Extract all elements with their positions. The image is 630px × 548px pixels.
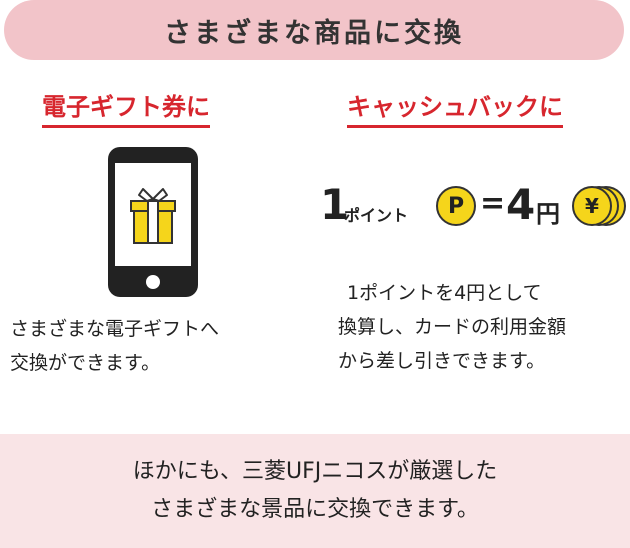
footer-line: さまざまな景品に交換できます。 (151, 497, 479, 522)
cashback-title: キャッシュバックに (347, 92, 563, 128)
point-coin-icon: P (436, 186, 476, 226)
rate-points-number: 1 (320, 180, 349, 229)
rate-points-unit: ポイント (344, 206, 409, 225)
footer-note-box: ほかにも、三菱UFJニコスが厳選した さまざまな景品に交換できます。 (0, 434, 630, 548)
yen-badge-label: ¥ (585, 194, 599, 218)
banner-title: さまざまな商品に交換 (164, 17, 464, 49)
yen-coins-icon: ¥ (572, 186, 630, 230)
phone-screen (115, 163, 191, 266)
cashback-description: 1ポイントを4円として 換算し、カードの利用金額 から差し引きできます。 (338, 276, 566, 378)
gift-description-line: 交換ができます。 (10, 352, 161, 374)
smartphone-gift-icon (108, 147, 198, 297)
gift-description-line: さまざまな電子ギフトへ (10, 318, 220, 340)
point-exchange-rate: 1 ポイント P = 4 円 ¥ (318, 174, 630, 234)
cashback-description-line: から差し引きできます。 (338, 350, 546, 372)
point-badge-label: P (447, 193, 465, 219)
yen-coin-front: ¥ (572, 186, 612, 226)
rate-yen-unit: 円 (536, 200, 560, 228)
rate-yen-number: 4 (506, 180, 535, 229)
footer-line: ほかにも、三菱UFJニコスが厳選した (132, 459, 498, 484)
cashback-description-line: 1ポイントを4円として (347, 282, 542, 304)
top-banner: さまざまな商品に交換 (4, 0, 624, 60)
rate-equals: = (480, 186, 506, 221)
cashback-description-line: 換算し、カードの利用金額 (338, 316, 567, 338)
gift-card-title: 電子ギフト券に (42, 92, 210, 128)
gift-card-description: さまざまな電子ギフトへ 交換ができます。 (10, 312, 219, 380)
gift-box-icon (130, 188, 176, 244)
phone-home-button (146, 275, 160, 289)
